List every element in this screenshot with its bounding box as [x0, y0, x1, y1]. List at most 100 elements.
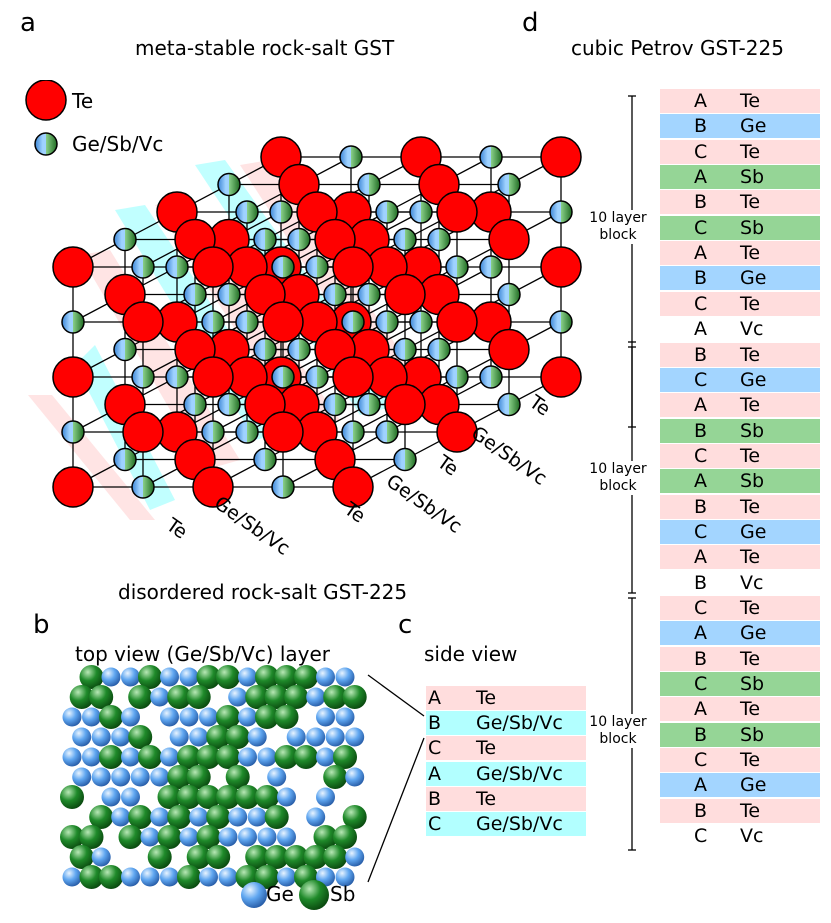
- mixed-atom: [235, 200, 259, 224]
- sb-atom: [128, 805, 153, 829]
- layer-element: Ge/Sb/Vc: [476, 813, 563, 835]
- ge-atom: [199, 867, 218, 887]
- ge-atom: [140, 867, 160, 887]
- ge-atom: [277, 787, 296, 807]
- panel-a-letter: a: [20, 8, 36, 38]
- sb-atom: [216, 665, 240, 689]
- ge-atom: [111, 767, 131, 787]
- ge-atom: [111, 727, 131, 747]
- plane-label: Ge/Sb/Vc: [210, 492, 294, 560]
- layer-letter: B: [694, 419, 708, 442]
- mixed-atom: [305, 365, 329, 389]
- ge-atom: [247, 727, 267, 747]
- layer-element: Sb: [740, 216, 765, 239]
- panel-a-title: meta-stable rock-salt GST: [135, 36, 395, 60]
- te-atom: [488, 328, 530, 371]
- te-atom: [540, 246, 582, 288]
- ge-atom: [160, 747, 179, 767]
- sb-atom: [167, 765, 192, 789]
- mixed-atom: [131, 365, 155, 389]
- sb-atom: [245, 845, 270, 869]
- te-atom: [436, 301, 478, 343]
- lattice-atoms: [52, 136, 582, 508]
- mixed-atom: [409, 200, 433, 224]
- layer-letter: A: [428, 687, 441, 709]
- ge-atom: [150, 767, 170, 787]
- mixed-atom: [271, 255, 295, 279]
- layer-element: Te: [740, 749, 761, 772]
- layer-letter: B: [428, 787, 442, 810]
- layer-letter: C: [694, 749, 708, 772]
- ge-atom: [82, 747, 101, 767]
- ge-atom-icon: [241, 882, 267, 908]
- layer-element: Te: [740, 90, 761, 112]
- mixed-atom-icon: [34, 132, 58, 156]
- legend-sb-label: Sb: [330, 882, 356, 906]
- layer-letter: B: [694, 115, 708, 138]
- plane-label: Te: [161, 514, 191, 544]
- panel-b-title: top view (Ge/Sb/Vc) layer: [75, 642, 331, 666]
- te-atom: [332, 356, 374, 398]
- mixed-atom: [165, 255, 189, 279]
- layer-element: Te: [740, 597, 761, 619]
- ge-atom: [316, 707, 335, 727]
- layer-letter: A: [694, 318, 707, 341]
- layer-element: Sb: [740, 470, 765, 493]
- ge-atom: [62, 867, 82, 887]
- ge-atom: [130, 767, 150, 787]
- sb-atom: [196, 825, 221, 849]
- plane-label: Ge/Sb/Vc: [382, 470, 466, 538]
- mixed-atom: [323, 282, 347, 307]
- ge-atom: [335, 707, 355, 727]
- sb-atom: [196, 665, 221, 689]
- mixed-atom: [497, 282, 521, 307]
- layer-element: Te: [476, 737, 497, 760]
- ge-atom: [91, 727, 111, 747]
- te-atom: [540, 356, 582, 398]
- red-atom-icon: [25, 80, 67, 121]
- mixed-atom: [235, 420, 259, 444]
- sb-atom: [206, 845, 231, 869]
- sb-atom: [89, 685, 114, 709]
- sb-atom: [284, 845, 309, 869]
- te-atom: [384, 383, 426, 426]
- sb-atom: [294, 665, 318, 689]
- layer-element: Te: [740, 242, 761, 265]
- layer-letter: A: [694, 394, 707, 417]
- mixed-atom: [217, 392, 241, 417]
- legend-mixed-label: Ge/Sb/Vc: [72, 132, 164, 156]
- sb-atom: [216, 745, 240, 769]
- mixed-atom: [357, 282, 381, 307]
- sb-atom: [79, 825, 104, 849]
- sb-atom: [216, 705, 240, 729]
- ge-atom: [72, 767, 92, 787]
- ge-atom: [238, 747, 257, 767]
- ge-atom: [277, 827, 296, 847]
- sb-atom: [177, 785, 201, 809]
- ge-atom: [306, 727, 326, 747]
- mixed-atom: [165, 365, 189, 389]
- sb-atom: [186, 765, 211, 789]
- ge-atom: [228, 807, 248, 827]
- te-atom: [122, 411, 164, 453]
- sb-atom: [274, 745, 299, 769]
- ge-atom: [316, 787, 335, 807]
- mixed-atom: [201, 420, 225, 444]
- te-atom: [192, 246, 234, 288]
- legend-ge-label: Ge: [266, 882, 294, 906]
- mixed-atom: [113, 227, 137, 252]
- te-atom: [540, 136, 582, 178]
- layer-element: Ge: [740, 520, 767, 543]
- mixed-atom: [357, 392, 381, 417]
- ge-atom: [160, 707, 179, 727]
- mixed-atom: [445, 365, 469, 389]
- mixed-atom: [183, 282, 207, 307]
- sb-atom: [167, 805, 192, 829]
- panel-b-heading: disordered rock-salt GST-225: [118, 580, 408, 604]
